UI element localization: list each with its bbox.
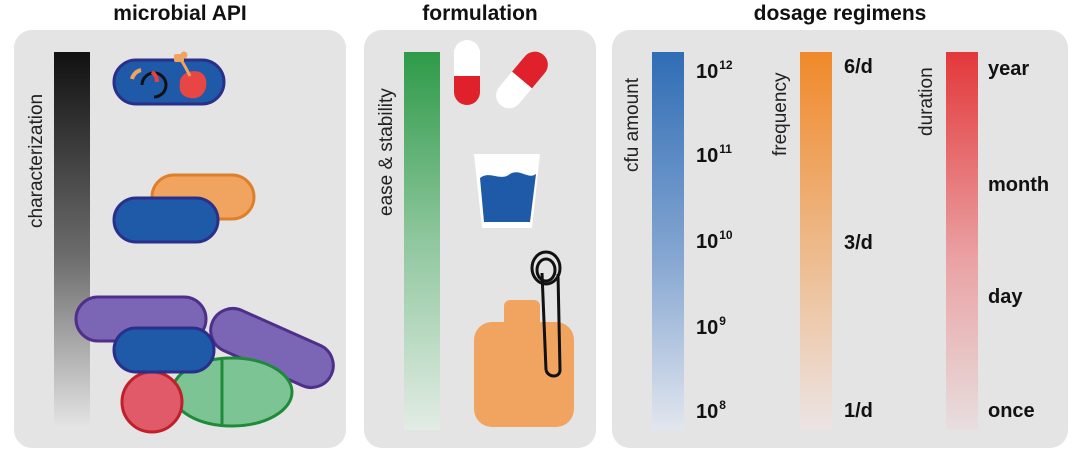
duration-tick-day: day [988,286,1023,308]
cfu-tick-1e9: 109 [696,314,726,339]
engineered-bacterium-icon [112,51,226,106]
cfu-tick-1e10: 1010 [696,228,733,253]
duration-axis-label: duration [916,67,937,136]
title-dosage-regimens: dosage regimens [753,2,927,25]
microbe-illustrations [74,51,335,434]
bacterial-community-icon [74,295,335,434]
microbial-api-panel: characterization [14,30,346,448]
cfu-amount-axis-label: cfu amount [622,78,643,172]
characterization-gradient-bar [54,52,90,430]
duration-tick-month: month [988,174,1050,196]
formulation-panel: ease & stability [364,30,596,448]
frequency-tick-6-per-day: 6/d [844,56,873,78]
drink-cup-icon [474,154,540,228]
frequency-tick-1-per-day: 1/d [844,400,873,422]
cfu-tick-1e8: 108 [696,398,726,423]
capsule-icon [454,40,548,109]
duration-gradient-bar [946,52,978,430]
formulation-illustrations [454,40,574,427]
two-bacteria-icon [112,173,256,244]
frequency-axis-label: frequency [770,72,791,156]
cfu-tick-1e12: 1012 [696,58,733,83]
frequency-gradient-bar [800,52,832,430]
title-formulation: formulation [422,2,538,25]
dosage-regimens-panel: cfu amount 1012 1011 1010 109 108 freque… [612,30,1068,448]
duration-tick-year: year [988,58,1030,80]
title-microbial-api: microbial API [113,2,247,25]
duration-tick-once: once [988,400,1035,422]
cfu-amount-gradient-bar [652,52,684,430]
ease-stability-gradient-bar [404,52,440,430]
frequency-tick-3-per-day: 3/d [844,232,873,254]
enema-bag-icon [474,250,574,427]
cfu-tick-1e11: 1011 [696,142,732,167]
